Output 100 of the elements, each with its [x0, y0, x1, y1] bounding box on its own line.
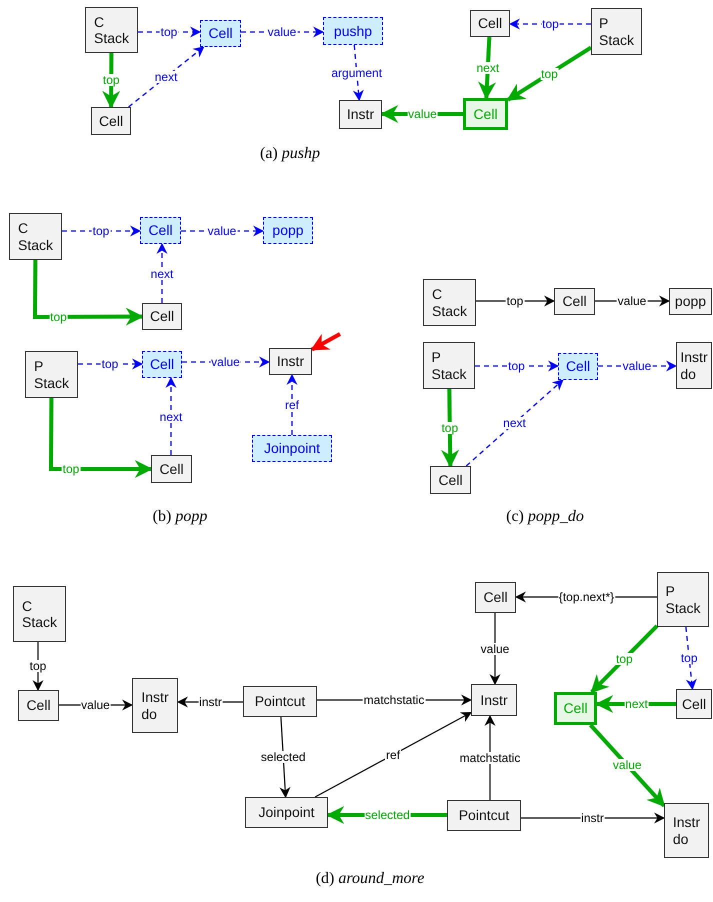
arrow — [441, 388, 460, 468]
object-label: Instr — [346, 106, 374, 123]
edge-label: {top.next*} — [558, 591, 616, 603]
object-box — [430, 466, 471, 494]
object-label: Cell — [208, 25, 233, 42]
object-label: Cell — [150, 356, 174, 373]
object-box — [25, 351, 78, 398]
edge-label: selected — [260, 751, 307, 763]
object-box — [252, 435, 332, 462]
edge-label: next — [475, 62, 500, 74]
object-label: Instr — [276, 353, 304, 370]
edge-label: top — [541, 18, 560, 30]
object-box — [323, 17, 383, 45]
edge-label: top — [62, 463, 80, 475]
object-box — [263, 217, 313, 244]
object-label: popp — [272, 222, 304, 239]
object-box — [423, 342, 475, 389]
edge-label: selected — [364, 809, 411, 821]
object-box — [554, 288, 595, 315]
edge-label: instr — [198, 696, 223, 708]
edge-label: value — [407, 108, 438, 120]
object-label: Pointcut — [458, 807, 510, 824]
arrow — [685, 626, 697, 690]
object-label: Cell — [478, 15, 502, 32]
object-box — [142, 303, 182, 330]
arrow — [590, 624, 658, 694]
object-box — [447, 800, 521, 831]
edge-label: value — [622, 360, 652, 372]
object-label: Joinpoint — [264, 440, 320, 457]
arrow — [128, 46, 204, 108]
object-box — [245, 797, 328, 828]
edge-label: value — [206, 225, 238, 237]
edge-label: top — [100, 358, 120, 370]
edge-label: next — [150, 268, 174, 280]
edge-label: top — [49, 310, 68, 323]
object-box — [558, 353, 598, 380]
object-box — [676, 689, 712, 719]
arrow — [314, 712, 472, 798]
object-label: Instr do — [680, 349, 708, 382]
arrow — [310, 332, 341, 352]
edge-label: next — [624, 698, 649, 710]
arrow — [156, 242, 168, 303]
arrow — [476, 296, 556, 306]
edge-label: matchstatic — [362, 694, 426, 706]
edge-label: top — [540, 68, 559, 80]
edge-label: top — [28, 660, 48, 672]
object-box — [151, 455, 192, 483]
object-label: Cell — [26, 697, 51, 714]
edge-label: next — [154, 71, 178, 83]
object-box — [13, 586, 66, 642]
object-label: C Stack — [18, 220, 53, 253]
object-box — [463, 98, 508, 130]
edge-label: top — [92, 225, 110, 237]
object-label: Cell — [148, 222, 173, 239]
edge-label: top — [680, 652, 698, 664]
object-label: Cell — [483, 589, 508, 606]
arrow — [286, 374, 298, 435]
object-box — [18, 690, 59, 721]
object-label: Instr — [480, 692, 508, 708]
object-box — [85, 7, 138, 53]
arrow — [62, 226, 142, 236]
object-label: popp — [674, 293, 706, 310]
object-label: C Stack — [432, 286, 467, 319]
caption: (c) popp_do — [506, 508, 584, 526]
edge-label: next — [502, 417, 527, 429]
object-label: Instr do — [672, 814, 700, 847]
object-label: Cell — [159, 460, 184, 478]
arrow — [166, 376, 176, 455]
arrow — [589, 724, 666, 808]
object-label: C Stack — [94, 14, 129, 46]
edge-label: top — [507, 360, 526, 372]
object-box — [554, 692, 597, 725]
object-label: C Stack — [22, 598, 57, 630]
arrow — [32, 260, 144, 326]
edge-label: argument — [330, 66, 384, 78]
object-box — [142, 351, 182, 378]
edge-label: next — [158, 410, 184, 422]
object-label: Cell — [150, 308, 174, 325]
arrow — [466, 379, 564, 466]
object-label: Cell — [98, 112, 124, 130]
object-label: pushp — [334, 22, 372, 40]
object-label: Cell — [682, 696, 706, 712]
arrow — [508, 18, 591, 30]
edge-label: ref — [284, 399, 300, 411]
object-box — [475, 582, 516, 613]
object-box — [200, 20, 241, 47]
object-label: Cell — [562, 293, 587, 310]
object-box — [657, 572, 709, 627]
object-box — [91, 107, 131, 135]
caption: (d) around_more — [316, 870, 424, 888]
object-box — [676, 342, 712, 389]
object-label: P Stack — [431, 349, 466, 382]
edge-label: value — [616, 295, 648, 307]
edge-label: top — [615, 652, 634, 665]
object-label: Cell — [566, 358, 590, 375]
caption: (a) pushp — [260, 145, 320, 163]
edge-label: value — [480, 642, 510, 654]
object-box — [423, 279, 476, 326]
object-box — [339, 100, 382, 129]
arrow — [478, 36, 496, 100]
